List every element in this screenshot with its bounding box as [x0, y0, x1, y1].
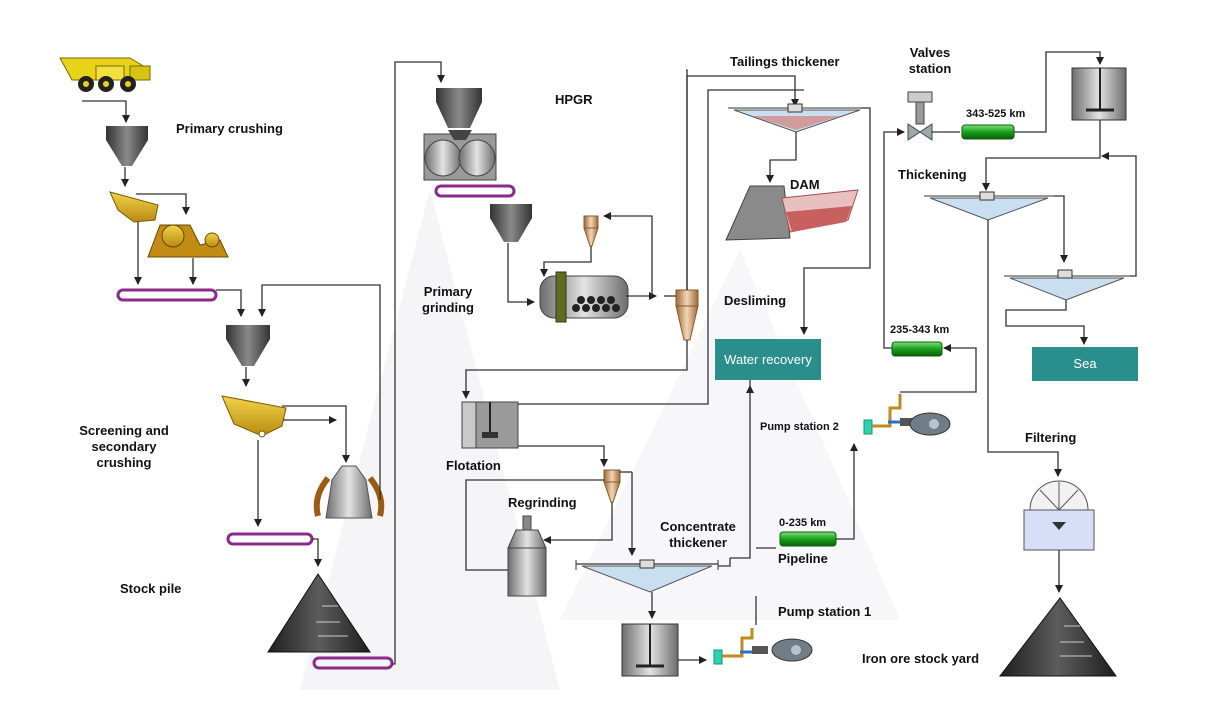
conveyor-belt-icon [312, 656, 394, 670]
label-pump-station-2: Pump station 2 [760, 421, 839, 433]
pipeline-segment-0-235-icon [779, 531, 837, 547]
label-filtering: Filtering [1025, 430, 1077, 445]
label-pipeline: Pipeline [778, 551, 828, 566]
vibrating-screen-icon [109, 191, 159, 223]
regrind-mill-icon [507, 515, 547, 597]
conveyor-belt-icon [116, 288, 218, 302]
background-streak [560, 250, 900, 620]
hydrocyclone-icon [675, 289, 699, 341]
agitated-tank-icon [621, 623, 679, 677]
label-screening-line-3: crushing [96, 455, 152, 470]
filter-icon [1023, 480, 1095, 551]
secondary-hopper-icon [226, 325, 270, 366]
pump-station-2-icon [863, 394, 951, 436]
flotation-cell-icon [461, 401, 519, 449]
hpgr-rolls-icon [423, 130, 497, 181]
label-primary-grinding-line-1: Primary [423, 284, 473, 299]
label-pipe-235-343: 235-343 km [890, 324, 950, 336]
agitated-tank-icon [1071, 67, 1127, 121]
label-thickening: Thickening [898, 167, 967, 182]
hydrocyclone-icon [603, 469, 621, 503]
concentrate-thickener-icon [575, 559, 719, 593]
label-primary-grinding-line-2: grinding [422, 300, 474, 315]
label-flotation: Flotation [446, 458, 501, 473]
label-pipe-343-525: 343-525 km [966, 108, 1026, 120]
thickener-icon [1004, 269, 1130, 301]
label-concentrate-thickener-line-2: thickener [669, 535, 727, 550]
label-pipe-0-235: 0-235 km [779, 517, 827, 529]
label-stock-pile: Stock pile [120, 581, 182, 596]
label-primary-crushing: Primary crushing [176, 121, 283, 136]
label-regrinding: Regrinding [508, 495, 577, 510]
label-hpgr: HPGR [555, 92, 593, 107]
thickener-icon [924, 191, 1054, 221]
valve-station-icon [907, 91, 933, 141]
label-dam: DAM [790, 177, 820, 192]
haul-truck-icon [59, 57, 151, 92]
gyratory-crusher-icon [313, 465, 385, 519]
secondary-screen-icon [221, 395, 287, 438]
label-tailings-thickener: Tailings thickener [730, 54, 840, 69]
label-valves-line-2: station [908, 61, 952, 76]
label-desliming: Desliming [724, 293, 787, 308]
label-valves-line-1: Valves [909, 45, 951, 60]
ball-mill-icon [539, 271, 629, 323]
pipeline-segment-343-525-icon [961, 124, 1015, 140]
dam-icon [725, 185, 859, 241]
tailings-thickener-icon [728, 103, 866, 133]
hydrocyclone-icon [583, 215, 599, 247]
cone-crusher-icon [147, 224, 229, 258]
primary-crusher-hopper-icon [106, 126, 148, 166]
mill-feed-hopper-icon [490, 204, 532, 242]
sea-box: Sea [1032, 347, 1138, 381]
conveyor-belt-icon [434, 184, 516, 198]
label-pump-station-1: Pump station 1 [778, 604, 872, 619]
iron-ore-pile-icon [998, 597, 1117, 677]
pump-station-1-icon [713, 628, 813, 665]
background-streak [300, 190, 560, 690]
label-screening-line-2: secondary [91, 439, 157, 454]
conveyor-belt-icon [226, 532, 314, 546]
label-screening-line-1: Screening and [79, 423, 169, 438]
pipeline-segment-235-343-icon [891, 341, 943, 357]
water-recovery-box: Water recovery [715, 339, 821, 380]
label-concentrate-thickener-line-1: Concentrate [660, 519, 736, 534]
label-iron-ore-stock-yard: Iron ore stock yard [862, 651, 980, 666]
stock-pile-icon [267, 573, 371, 653]
hpgr-feed-hopper-icon [436, 88, 482, 128]
